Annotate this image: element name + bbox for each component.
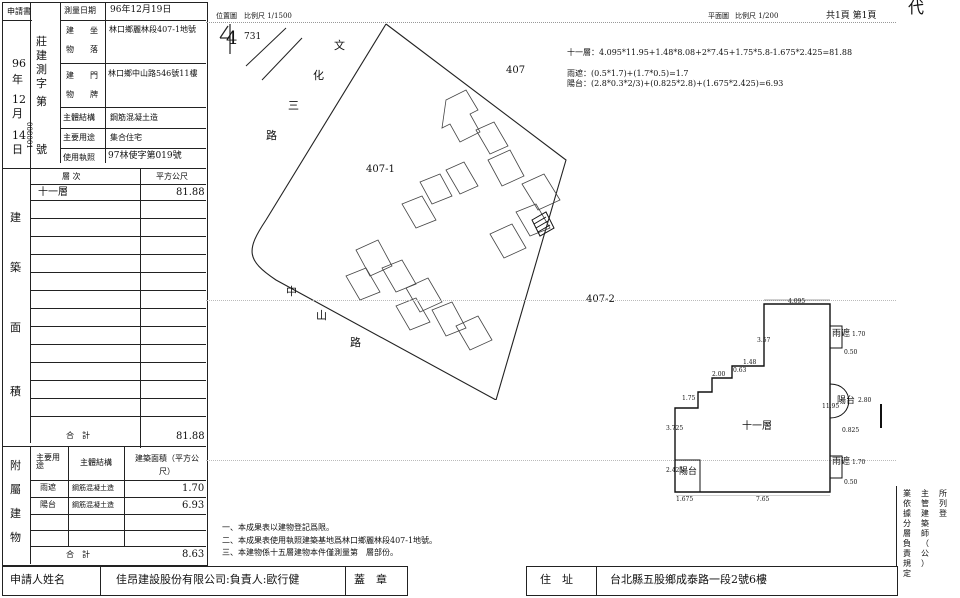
- lot-tl: 731: [244, 32, 262, 42]
- label-fall: 落: [90, 45, 98, 54]
- annex-header-use: 主要用途: [36, 453, 60, 470]
- use-value: 集合住宅: [110, 133, 142, 142]
- structure-label: 主體結構: [63, 113, 95, 122]
- main-total-area: 81.88: [176, 431, 205, 442]
- address-value: 台北縣五股鄉成泰路一段2號6樓: [610, 573, 767, 586]
- annex-header-area: 建築面積（平方公尺）: [135, 454, 199, 476]
- plan-floor-label: 十一層: [742, 421, 772, 432]
- survey-date: 96年12月19日: [110, 5, 172, 15]
- hatched-unit: [531, 211, 555, 237]
- door-value: 林口鄉中山路546號11樓: [108, 69, 198, 78]
- site-map: [219, 23, 567, 400]
- label-door-1: 建: [66, 71, 74, 80]
- label-object: 物: [66, 45, 74, 54]
- plan-balcony-right-label: 陽台: [837, 396, 856, 406]
- structure-value: 鋼筋混凝土造: [110, 113, 158, 122]
- address-label: 住 址: [540, 573, 573, 586]
- survey-date-label: 測量日期: [64, 6, 96, 15]
- label-seat: 坐: [90, 26, 98, 35]
- note-3: 三、本建物係十五層建物本件僅測量第 層部份。: [222, 548, 398, 557]
- plan-balcony-label: 陽台: [679, 467, 698, 477]
- lot-407-1-label: 407-1: [366, 164, 395, 175]
- location-value: 林口鄉麗林段407-1地號: [109, 25, 197, 34]
- annex-total-area: 8.63: [182, 549, 205, 560]
- corner-mark: 代: [908, 0, 925, 17]
- location-map-label: 位置圖: [216, 12, 237, 20]
- building-footprint: [345, 89, 561, 351]
- use-label: 主要用途: [63, 133, 95, 142]
- area-header: 平方公尺: [156, 172, 188, 181]
- right-column: 業 依 據 分 層 負 責 規 定 主 管 建 築 師 （ 公 ） 所 列 登: [896, 486, 960, 578]
- floor-area: 81.88: [176, 187, 205, 198]
- annex-row-area: 6.93: [182, 500, 205, 511]
- annex-row-use: 雨遮: [40, 483, 56, 492]
- lot-407-label: 407: [506, 65, 526, 76]
- annex-row-struct: 鋼筋混凝土造: [72, 501, 114, 509]
- permit-number-vertical: 莊 建 測 字 第 96 年 12 月 14 日 號 008001: [12, 35, 47, 156]
- applicant-name: 佳昂建設股份有限公司:負責人:歐行健: [116, 573, 300, 586]
- main-total-label: 合 計: [66, 431, 90, 440]
- annex-total-label: 合 計: [66, 550, 90, 559]
- lot-407-2-label: 407-2: [586, 294, 615, 305]
- formula-main: 十一層：4.095*11.95+1.48*8.08+2*7.45+1.75*5.…: [567, 48, 853, 57]
- label-door-2: 門: [90, 71, 98, 80]
- plan-scale: 比例尺 1/200: [735, 12, 779, 20]
- label-door-3: 物: [66, 90, 74, 99]
- license-value: 97林使字第019號: [108, 151, 182, 161]
- location-map-scale: 比例尺 1/1500: [244, 12, 292, 20]
- formula-balcony: 陽台：(2.8*0.3*2/3)+(0.825*2.8)+(1.675*2.42…: [567, 79, 784, 88]
- annex-row-area: 1.70: [182, 483, 205, 494]
- north-arrow-icon: [219, 24, 231, 54]
- seal-label: 蓋 章: [354, 573, 387, 586]
- annex-header-struct: 主體結構: [80, 458, 112, 467]
- annex-row-use: 陽台: [40, 500, 56, 509]
- formula-rain: 雨遮：(0.5*1.7)+(1.7*0.5)=1.7: [567, 69, 689, 78]
- footer-applicant-box: [2, 566, 408, 596]
- plan-label: 平面圖: [708, 12, 729, 20]
- floor-header: 層 次: [62, 172, 81, 181]
- plan-rain-label: 雨遮: [832, 457, 851, 467]
- permit-serial: 008001: [25, 122, 33, 149]
- lot-tl-num: 4: [226, 28, 238, 49]
- annex-row-struct: 鋼筋混凝土造: [72, 484, 114, 492]
- note-2: 二、本成果表使用執照建築基地爲林口鄉麗林段407-1地號。: [222, 536, 438, 545]
- label-door-4: 牌: [90, 90, 98, 99]
- footer-address-box: [526, 566, 898, 596]
- applicant-name-label: 申請人姓名: [10, 573, 65, 586]
- page-info: 共1頁 第1頁: [826, 11, 877, 21]
- license-label: 使用執照: [63, 153, 95, 162]
- label-build: 建: [66, 26, 74, 35]
- floor-name: 十一層: [38, 187, 68, 198]
- plan-rain-label: 雨遮: [832, 329, 851, 339]
- floor-plan: [674, 299, 850, 496]
- note-1: 一、本成果表以建物登記爲限。: [222, 523, 334, 532]
- applicant-form-label: 申請書: [7, 7, 31, 16]
- left-form: [2, 2, 208, 566]
